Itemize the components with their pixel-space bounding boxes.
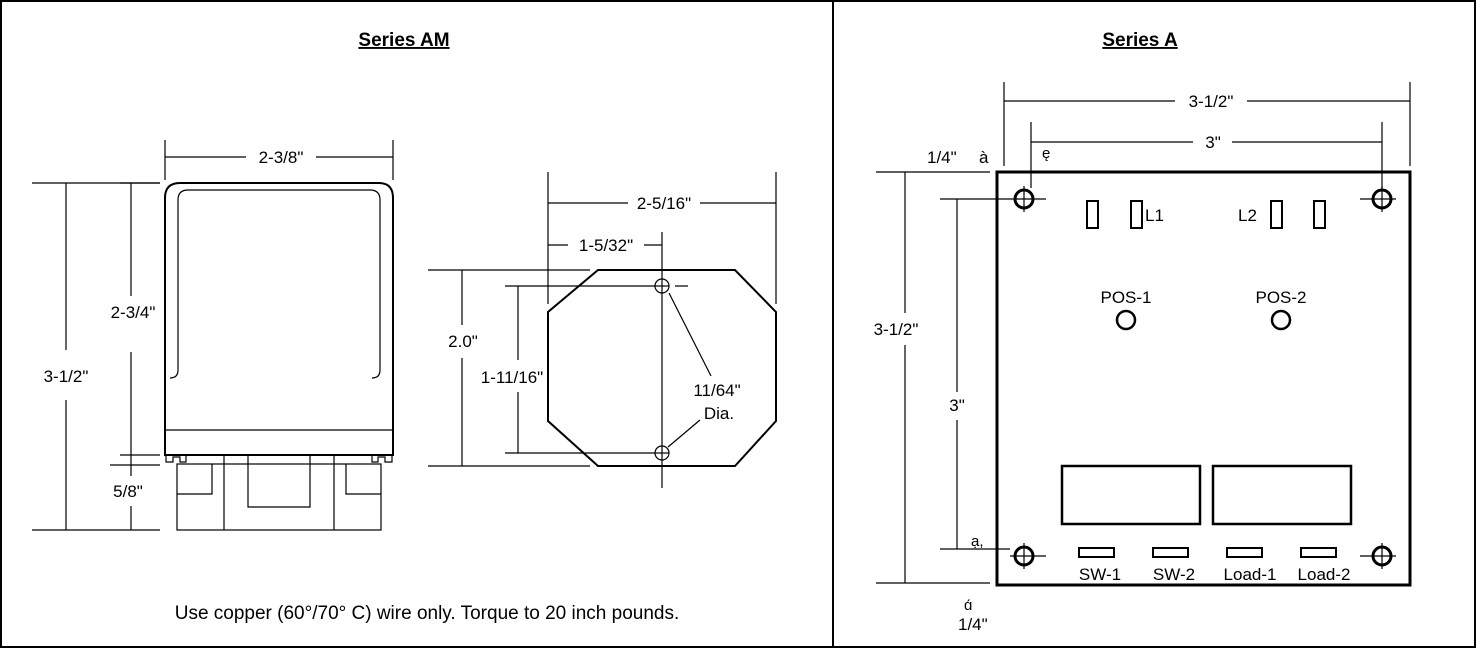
series-a-title: Series A (1102, 30, 1178, 51)
am-note: Use copper (60°/70° C) wire only. Torque… (175, 603, 680, 624)
am-hole-spacing-label: 1-11/16" (481, 368, 543, 387)
am-hole-leader-top (668, 292, 712, 377)
a-terminal-l1-b (1130, 200, 1143, 229)
a-load1-label: Load-1 (1224, 565, 1277, 584)
a-hole-height-dimension: 3" (940, 198, 1010, 550)
am-width-label: 2-3/8" (259, 148, 304, 167)
a-margin-bottom-label: 1/4" (958, 615, 988, 634)
a-terminal-l2-a (1270, 200, 1283, 229)
a-relay-right (1211, 464, 1353, 526)
a-pos1-label: POS-1 (1100, 288, 1151, 307)
a-terminal-l1-a (1086, 200, 1099, 229)
am-hole-offset-dimension: 1-5/32" (548, 236, 662, 255)
a-outer-width-dimension: 3-1/2" (1003, 82, 1411, 166)
a-mount-hole-tr (1360, 186, 1396, 212)
a-glyph-b: ę (1042, 145, 1050, 162)
a-sw1-label: SW-1 (1079, 565, 1121, 584)
a-terminal-load2 (1300, 547, 1337, 558)
am-base-label: 5/8" (113, 482, 143, 501)
a-mount-hole-tl (1010, 186, 1046, 212)
am-body-outline (164, 182, 394, 456)
am-hex-height-label: 2.0" (448, 332, 478, 351)
am-hole-bottom (654, 445, 670, 461)
am-term-left-step (177, 464, 213, 495)
am-inner-height-dimension: 2-3/4" (111, 182, 160, 456)
am-inner-height-label: 2-3/4" (111, 303, 156, 322)
am-total-height-dimension: 3-1/2" (32, 182, 160, 531)
a-glyph-a: à (979, 148, 989, 167)
am-body-inner-left (169, 369, 179, 379)
am-hole-spacing-dimension: 1-11/16" (481, 285, 655, 454)
a-pos1-hole (1115, 309, 1137, 331)
am-hex-width-label: 2-5/16" (637, 194, 691, 213)
a-terminal-load1 (1226, 547, 1263, 558)
a-hole-width-dimension: 3" (1030, 122, 1383, 188)
am-hex-outline (547, 269, 777, 467)
am-term-center (247, 455, 311, 508)
series-a-panel: Series A L1 L2 (874, 30, 1412, 634)
a-terminal-l1-label: L1 (1145, 206, 1164, 225)
a-relay-left (1060, 464, 1202, 526)
am-hex-view: 11/64" Dia. (547, 232, 777, 488)
series-am-title: Series AM (358, 30, 449, 51)
am-notch-right (371, 455, 393, 463)
a-terminal-sw1 (1078, 547, 1115, 558)
a-sw2-label: SW-2 (1153, 565, 1195, 584)
am-body-inner (177, 189, 381, 379)
a-board-outline (995, 170, 1412, 587)
am-hole-size-label: 11/64" (693, 381, 740, 400)
a-outer-width-label: 3-1/2" (1189, 92, 1234, 111)
am-hole-leader-bottom (667, 419, 701, 448)
series-am-panel: Series AM 2-3/8" (32, 30, 777, 624)
a-mount-hole-bl (1010, 543, 1046, 569)
a-terminal-sw2 (1152, 547, 1189, 558)
a-load2-label: Load-2 (1298, 565, 1351, 584)
am-hex-height-dimension: 2.0" (428, 269, 590, 467)
a-outer-height-label: 3-1/2" (874, 320, 919, 339)
a-terminal-l2-label: L2 (1238, 206, 1257, 225)
a-mount-hole-br (1360, 543, 1396, 569)
am-hole-dia-label: Dia. (704, 404, 734, 423)
am-hole-top (654, 278, 670, 294)
am-hex-width-dimension: 2-5/16" (547, 172, 777, 304)
am-terminal-block (176, 463, 382, 531)
a-hole-height-label: 3" (949, 396, 965, 415)
a-glyph-c: ạ, (971, 533, 984, 550)
a-outer-height-dimension: 3-1/2" (874, 171, 990, 584)
a-glyph-d: ɑ́ (964, 597, 972, 614)
a-pos2-hole (1270, 309, 1292, 331)
am-notch-left (165, 455, 187, 463)
am-term-right-step (345, 464, 381, 495)
a-hole-width-label: 3" (1205, 133, 1221, 152)
am-total-height-label: 3-1/2" (44, 367, 89, 386)
a-terminal-l2-b (1313, 200, 1326, 229)
a-margin-top-label: 1/4" (927, 148, 957, 167)
am-width-dimension: 2-3/8" (164, 140, 394, 180)
am-base-dimension: 5/8" (110, 455, 160, 530)
am-hole-offset-label: 1-5/32" (579, 236, 633, 255)
a-pos2-label: POS-2 (1255, 288, 1306, 307)
am-side-view (164, 182, 394, 531)
